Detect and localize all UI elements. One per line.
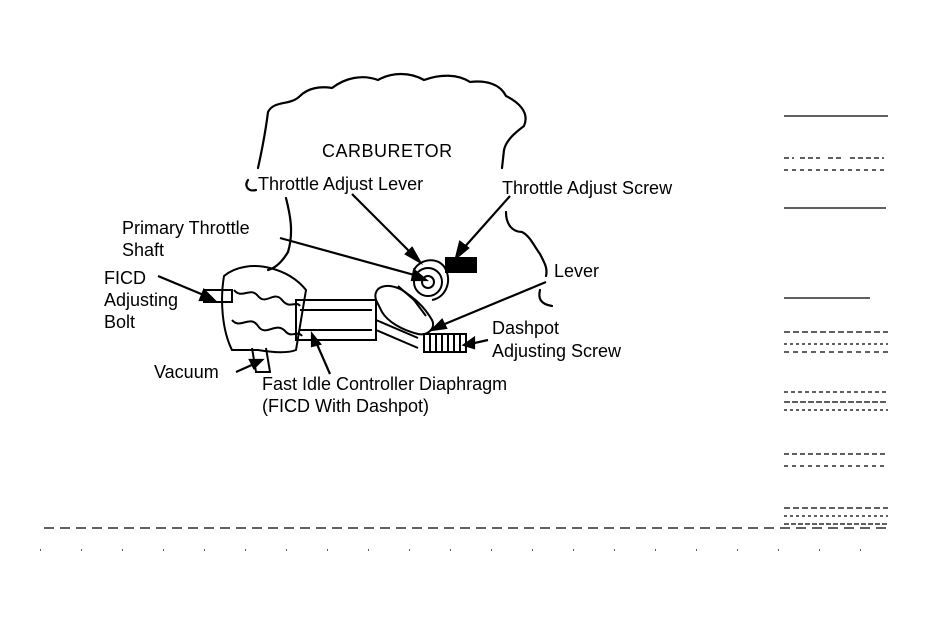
throttle-shaft-hook <box>245 178 258 192</box>
primary-throttle-shaft-label-line2: Shaft <box>122 240 165 260</box>
diaphragm-label-line1: Fast Idle Controller Diaphragm <box>262 374 508 394</box>
dashpot-screw-label-line1: Dashpot <box>492 318 560 338</box>
carburetor-foot <box>538 288 554 308</box>
scan-artifacts <box>40 115 888 551</box>
ficd-bolt-label-line1: FICD <box>104 268 146 288</box>
primary-throttle-shaft-label-line1: Primary Throttle <box>122 218 250 238</box>
diaphragm-label-line2: (FICD With Dashpot) <box>262 396 430 416</box>
throttle-adjust-lever-label: Throttle Adjust Lever <box>258 174 424 194</box>
ficd-bolt-label-line2: Adjusting <box>104 290 179 310</box>
carburetor-body-lower <box>266 196 293 272</box>
throttle-adjust-screw-label: Throttle Adjust Screw <box>502 178 673 198</box>
ficd-bolt-label-line3: Bolt <box>104 312 136 332</box>
leader-throttle-adjust-screw <box>461 195 511 251</box>
carburetor-right-edge <box>504 210 548 278</box>
lever-label: Lever <box>554 261 600 281</box>
carburetor-label: CARBURETOR <box>322 141 453 161</box>
leader-primary-throttle-shaft <box>279 236 419 278</box>
leader-ficd-bolt <box>157 274 207 298</box>
dashpot-screw-label-line2: Adjusting Screw <box>492 341 622 361</box>
leader-throttle-adjust-lever <box>351 193 415 257</box>
vacuum-label: Vacuum <box>154 362 219 382</box>
leader-lever <box>439 280 547 328</box>
leader-diaphragm <box>314 341 332 375</box>
carburetor-outline <box>256 72 527 170</box>
leader-vacuum <box>235 362 255 374</box>
leader-lines <box>157 193 547 375</box>
ficd-assembly <box>203 257 477 373</box>
